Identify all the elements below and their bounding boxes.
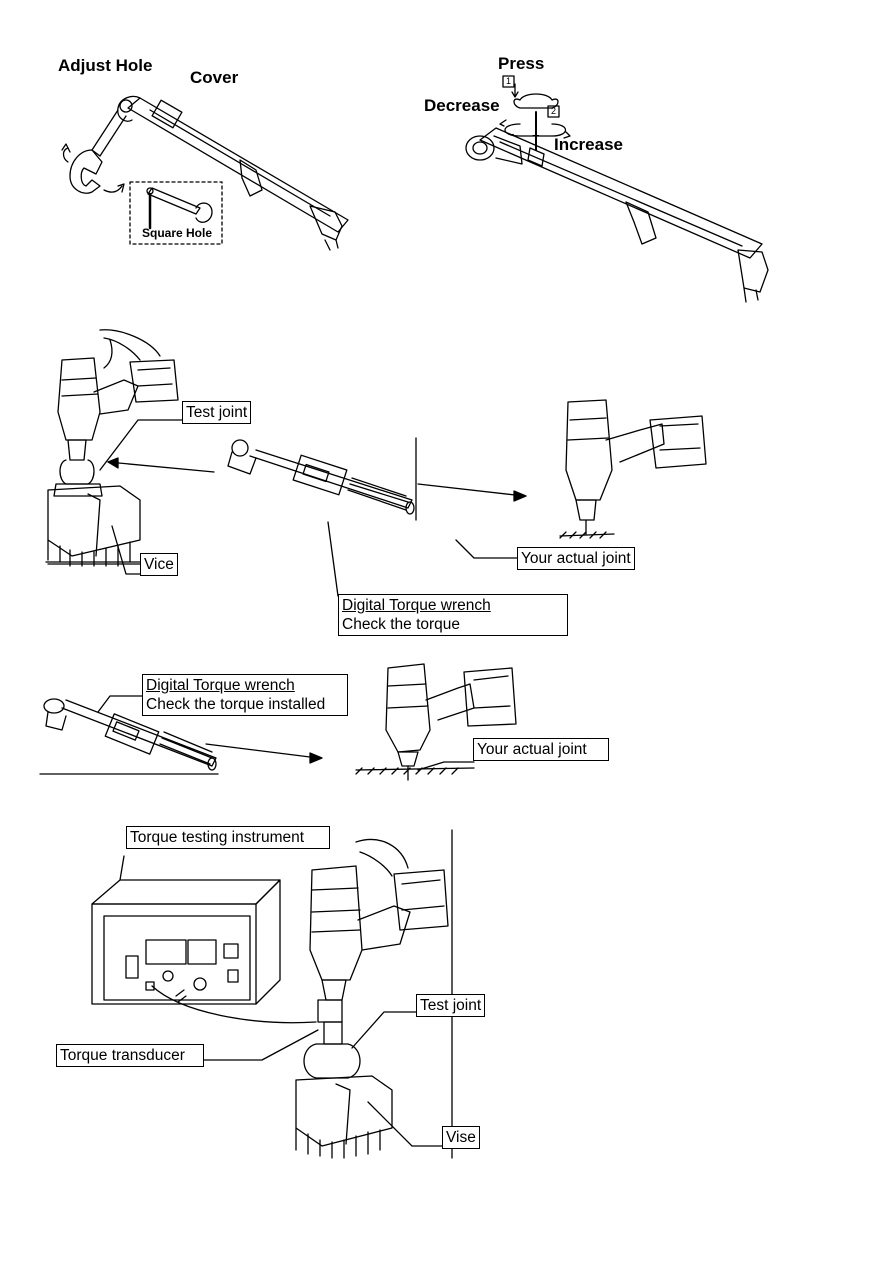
test-joint-label: Test joint [182, 401, 252, 424]
torque-wrench-figure4 [39, 695, 219, 775]
cover-label: Cover [190, 68, 239, 87]
pistol-tool-figure5 [295, 838, 449, 1159]
pistol-tool-figure4 [355, 663, 517, 781]
decrease-label: Decrease [424, 96, 500, 115]
torque-testing-instrument-box [91, 855, 281, 1005]
increase-label: Increase [554, 135, 623, 154]
step-2-number: 2 [551, 106, 557, 116]
vise-label: Vise [442, 1126, 480, 1149]
actual-joint-label-2: Your actual joint [473, 738, 609, 761]
digital-torque-wrench-label: Digital Torque wrench Check the torque [338, 594, 568, 636]
arrow-head-left [107, 457, 119, 469]
arrow-head-right [513, 490, 527, 502]
test-joint-label-2: Test joint [416, 994, 486, 1017]
torque-transducer-label: Torque transducer [56, 1044, 204, 1067]
wrench-instruction: Check the torque [342, 616, 461, 633]
pistol-tool-figure3-right [559, 399, 707, 539]
torque-wrench-figure3 [227, 437, 417, 521]
pistol-tool-figure3-left [45, 329, 179, 567]
square-hole-label: Square Hole [142, 226, 213, 240]
plus-sign: + [532, 128, 540, 143]
digital-torque-wrench-label-2: Digital Torque wrench Check the torque i… [142, 674, 348, 716]
angle-tool-figure1 [61, 95, 349, 251]
angle-tool-figure2 [465, 75, 769, 303]
wrench-title: Digital Torque wrench [342, 597, 491, 614]
arrow-to-actual-joint [417, 483, 525, 497]
arrow-to-test-joint [107, 461, 215, 473]
wrench-title-2: Digital Torque wrench [146, 677, 295, 694]
wrench-instruction-2: Check the torque installed [146, 696, 326, 713]
torque-testing-instrument-label: Torque testing instrument [126, 826, 330, 849]
transducer-cable [151, 985, 317, 1024]
vice-label: Vice [140, 553, 178, 576]
press-label: Press [498, 54, 545, 73]
adjust-hole-label: Adjust Hole [58, 56, 153, 75]
actual-joint-label: Your actual joint [517, 547, 635, 570]
minus-sign: - [510, 126, 515, 141]
step-1-number: 1 [506, 76, 512, 86]
